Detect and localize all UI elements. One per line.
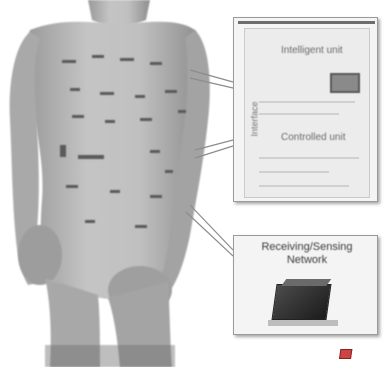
receiver-device-top [281, 279, 331, 286]
screen-line [259, 157, 359, 159]
screen-line [259, 101, 355, 103]
receiver-panel: Receiving/Sensing Network [233, 235, 378, 335]
screen-line [259, 185, 349, 187]
receiver-heading: Receiving/Sensing Network [246, 241, 368, 267]
monitor-top-bar [238, 21, 375, 24]
screen-line [259, 113, 339, 115]
device-chip-icon [330, 73, 360, 93]
neck-shape [88, 0, 150, 26]
monitor-screen-icon: Intelligent unit Interface Controlled un… [244, 28, 370, 198]
screen-line [259, 171, 329, 173]
unit-b-label: Controlled unit [281, 132, 345, 143]
side-label: Interface [250, 101, 260, 136]
receiver-base [268, 320, 338, 326]
receiver-device-icon [271, 284, 331, 320]
receiver-tag-icon [339, 349, 352, 359]
monitor-panel: Intelligent unit Interface Controlled un… [233, 17, 378, 202]
unit-a-label: Intelligent unit [281, 45, 343, 56]
lower-shadow [45, 345, 175, 367]
left-hand-shape [18, 225, 62, 285]
